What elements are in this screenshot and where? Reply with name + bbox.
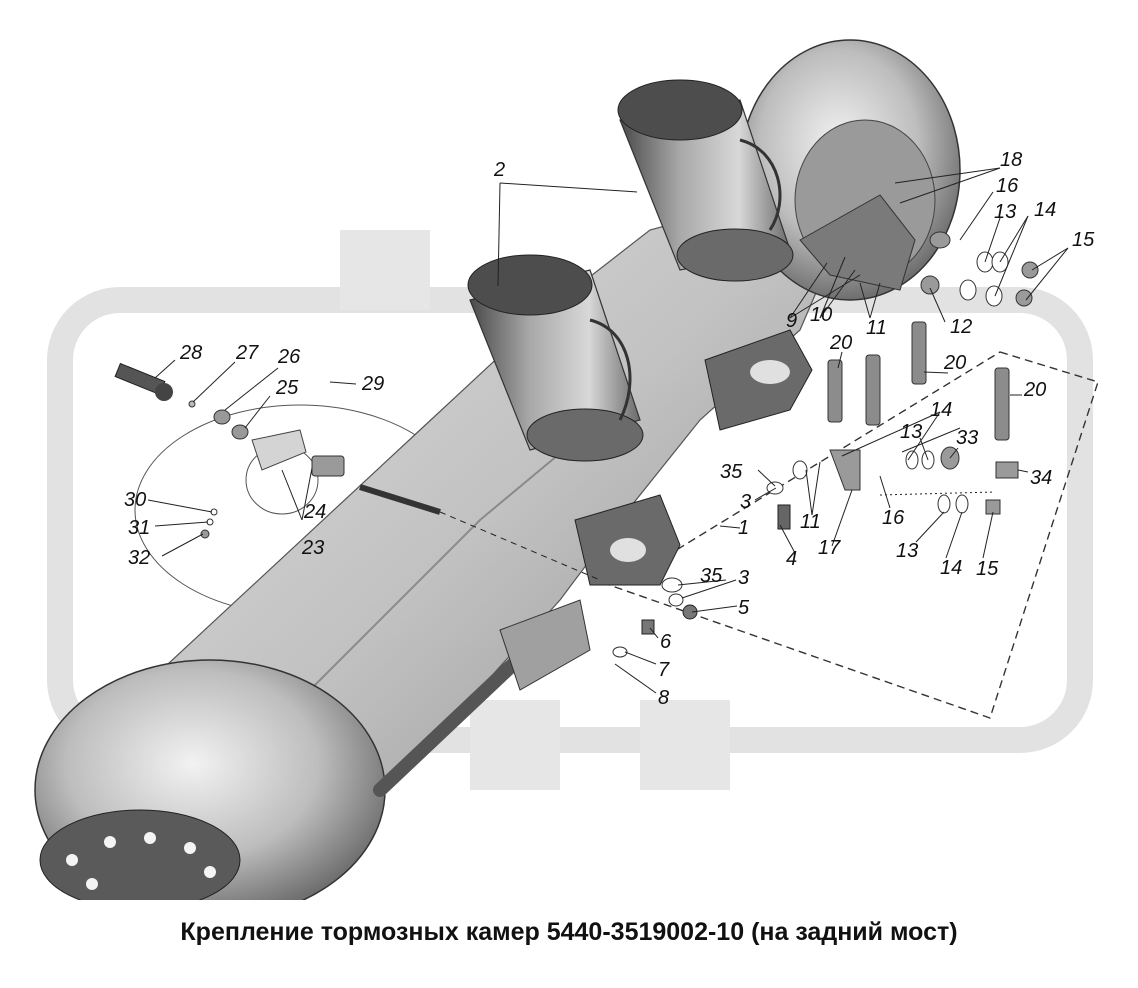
callout-14: 14 (940, 557, 963, 579)
callout-14: 14 (1034, 199, 1057, 221)
callout-23: 23 (302, 537, 325, 559)
callout-34: 34 (1030, 467, 1053, 489)
callout-35: 35 (720, 461, 743, 483)
fitting-24 (311, 455, 345, 477)
callout-16: 16 (882, 507, 905, 529)
callout-20: 20 (1024, 379, 1047, 401)
callout-11: 11 (800, 511, 821, 533)
bolt-4 (777, 504, 791, 530)
callout-20: 20 (944, 352, 967, 374)
callout-15: 15 (1072, 229, 1095, 251)
callout-8: 8 (658, 687, 670, 709)
callout-4: 4 (786, 548, 798, 570)
callout-10: 10 (810, 304, 833, 326)
callout-25: 25 (276, 377, 299, 399)
callout-6: 6 (660, 631, 672, 653)
callout-5: 5 (738, 597, 750, 619)
figure-caption: Крепление тормозных камер 5440-3519002-1… (180, 918, 958, 946)
callout-32: 32 (128, 547, 151, 569)
callout-14: 14 (930, 399, 953, 421)
callout-7: 7 (658, 659, 670, 681)
callout-33: 33 (956, 427, 979, 449)
plate-23 (251, 429, 307, 471)
callout-16: 16 (996, 175, 1019, 197)
callout-27: 27 (236, 342, 259, 364)
slack-adjuster (499, 599, 591, 691)
callout-1: 1 (738, 517, 750, 539)
callout-3: 3 (738, 567, 750, 589)
callout-35: 35 (700, 565, 723, 587)
callout-26: 26 (278, 346, 301, 368)
callout-2: 2 (494, 159, 506, 181)
brake-chamber-lower (467, 254, 644, 462)
leader-lines (147, 167, 1069, 694)
exploded-view-frame (592, 351, 1099, 719)
callout-18: 18 (1000, 149, 1023, 171)
fittings-right (829, 231, 1039, 515)
callout-20: 20 (830, 332, 853, 354)
callout-13: 13 (896, 540, 919, 562)
washer-25 (231, 424, 249, 440)
callout-30: 30 (124, 489, 147, 511)
callout-13: 13 (994, 201, 1017, 223)
hoses-20 (827, 321, 1010, 441)
callout-9: 9 (786, 310, 798, 332)
brake-anchor-plate (799, 194, 916, 291)
callout-3: 3 (740, 491, 752, 513)
callout-11: 11 (866, 317, 887, 339)
callout-12: 12 (950, 316, 973, 338)
washer-26 (213, 409, 231, 425)
exploded-assembly-drawing (34, 39, 1099, 900)
callout-13: 13 (900, 421, 923, 443)
callout-17: 17 (818, 537, 841, 559)
callout-24: 24 (304, 501, 327, 523)
brake-chamber-upper (617, 79, 794, 282)
callout-29: 29 (362, 373, 385, 395)
callout-15: 15 (976, 558, 999, 580)
callout-28: 28 (180, 342, 203, 364)
callout-31: 31 (128, 517, 151, 539)
